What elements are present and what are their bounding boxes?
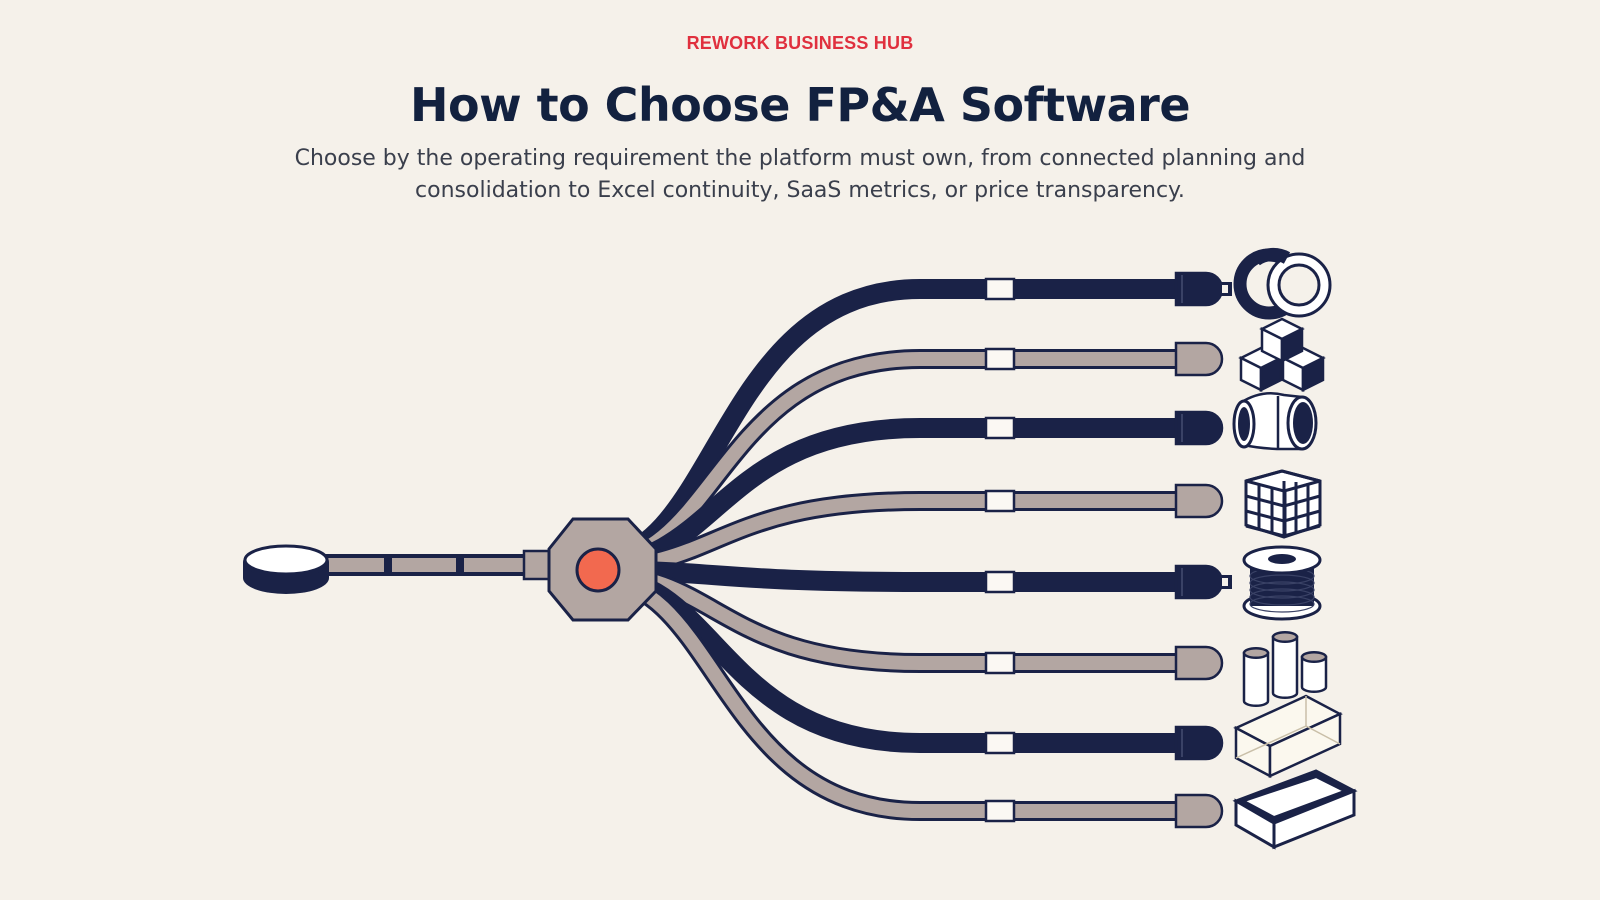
grid-cube-icon [1244,469,1322,539]
branch-plug [1174,564,1232,600]
trunk-joint [456,555,464,575]
branch-plug [1174,341,1224,377]
stacked-cubes-icon [1238,317,1326,393]
branch-tag [984,799,1016,823]
open-tray-icon [1232,769,1358,850]
glass-box-icon [1233,694,1343,779]
branch-plug [1174,271,1232,307]
branch-tag [984,651,1016,675]
branch-plug [1174,793,1224,829]
cable-spool-icon [1242,545,1322,621]
hub [547,517,658,622]
branch-tag [984,489,1016,513]
pipe-elbow-icon [1232,392,1318,451]
interlocking-rings-icon [1233,247,1332,320]
branch-plug [1174,410,1224,446]
branch-tag [984,570,1016,594]
source-disc-icon [243,544,329,594]
brand-eyebrow: REWORK BUSINESS HUB [686,33,914,53]
trunk-joint [384,555,392,575]
hub-node [575,547,621,593]
branch-tag [984,416,1016,440]
branch-tag [984,731,1016,755]
branch-group [597,271,1232,829]
branch-tag [984,347,1016,371]
page-subtitle: Choose by the operating requirement the … [294,146,1306,203]
branch-plug [1174,483,1224,519]
branch-plug [1174,645,1224,681]
cylinders-icon [1242,630,1328,708]
branch-tag [984,277,1016,301]
source-trunk [320,549,556,581]
page-title: How to Choose FP&A Software [409,78,1191,132]
branch-plug [1174,725,1224,761]
icon-column [1232,247,1358,850]
